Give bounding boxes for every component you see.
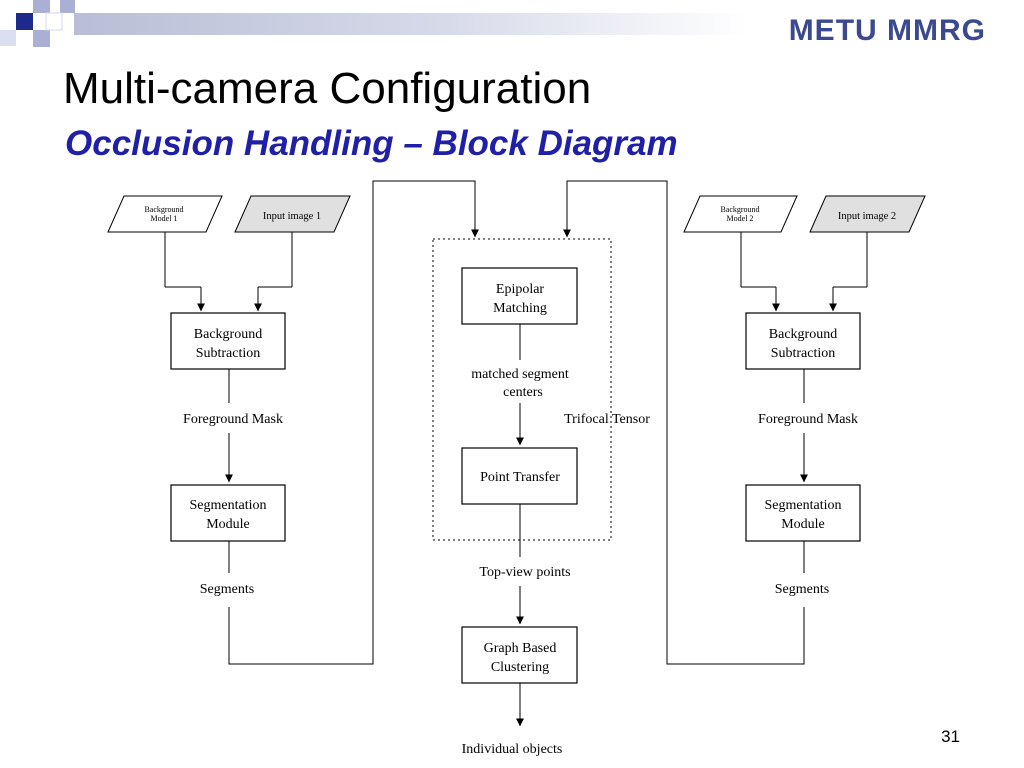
top-view-points-label: Top-view points [479,565,570,580]
background-subtraction-2: Background Subtraction [745,312,861,370]
svg-text:Graph Based: Graph Based [484,641,557,656]
page-number: 31 [941,727,960,746]
svg-text:Module: Module [206,517,250,532]
segmentation-module-2: Segmentation Module [745,484,861,542]
svg-text:centers: centers [503,385,543,400]
trifocal-tensor-label: Trifocal Tensor [564,412,650,427]
logo-squares [0,0,75,47]
svg-text:Input image 2: Input image 2 [838,211,896,222]
svg-text:Background: Background [144,205,183,214]
svg-text:Input image 1: Input image 1 [263,211,321,222]
svg-text:Background: Background [720,205,759,214]
brand-logo: METU MMRG [788,14,986,47]
svg-text:Module: Module [781,517,825,532]
svg-text:Model 2: Model 2 [727,214,754,223]
epipolar-matching: Epipolar Matching [461,267,578,325]
segments-label-1: Segments [200,582,254,597]
graph-based-clustering: Graph Based Clustering [461,626,578,684]
center-pipeline: Epipolar Matching matched segment center… [432,238,650,757]
input-image-2: Input image 2 [809,195,926,233]
slide-title: Multi-camera Configuration [63,64,592,113]
svg-text:Subtraction: Subtraction [196,346,261,361]
svg-text:Subtraction: Subtraction [771,346,836,361]
header-bar [74,13,750,35]
segmentation-module-1: Segmentation Module [170,484,286,542]
svg-text:Matching: Matching [493,301,547,316]
background-model-1: Background Model 1 [107,195,223,233]
foreground-mask-label-2: Foreground Mask [758,412,858,427]
segments-label-2: Segments [775,582,829,597]
svg-text:Background: Background [769,327,837,342]
individual-objects-label: Individual objects [462,742,563,757]
svg-text:Background: Background [194,327,262,342]
svg-text:Epipolar: Epipolar [496,282,545,297]
svg-text:Segmentation: Segmentation [190,498,267,513]
input-image-1: Input image 1 [234,195,351,233]
point-transfer: Point Transfer [461,447,578,505]
background-model-2: Background Model 2 [683,195,798,233]
svg-text:Clustering: Clustering [491,660,549,675]
svg-text:Point Transfer: Point Transfer [480,470,560,485]
background-subtraction-1: Background Subtraction [170,312,286,370]
matched-centers-label: matched segment [471,367,569,382]
svg-text:Model 1: Model 1 [151,214,178,223]
slide-subtitle: Occlusion Handling – Block Diagram [65,124,678,163]
left-pipeline: Background Model 1 Input image 1 Backgro… [107,180,479,665]
svg-text:Segmentation: Segmentation [765,498,842,513]
foreground-mask-label-1: Foreground Mask [183,412,283,427]
right-pipeline: Background Model 2 Input image 2 Backgro… [563,180,926,665]
